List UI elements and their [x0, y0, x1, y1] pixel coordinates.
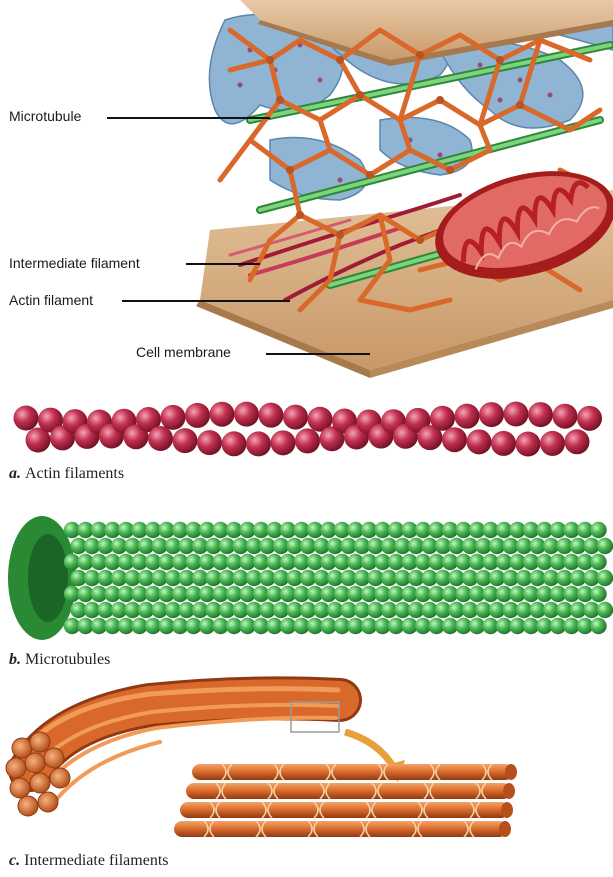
- strand-end: [505, 764, 517, 780]
- strand-end: [503, 783, 515, 799]
- strand-end: [501, 802, 513, 818]
- magnified-filament-strand: [192, 764, 513, 780]
- strand-end: [499, 821, 511, 837]
- caption-intermediate-filaments: c.Intermediate filaments: [9, 852, 169, 870]
- caption-text-c: Intermediate filaments: [24, 852, 168, 869]
- magnified-filaments: [174, 764, 517, 837]
- magnified-filament-strand: [186, 783, 511, 799]
- caption-letter-c: c.: [9, 852, 20, 869]
- magnified-filament-strand: [180, 802, 509, 818]
- magnified-filament-strand: [174, 821, 507, 837]
